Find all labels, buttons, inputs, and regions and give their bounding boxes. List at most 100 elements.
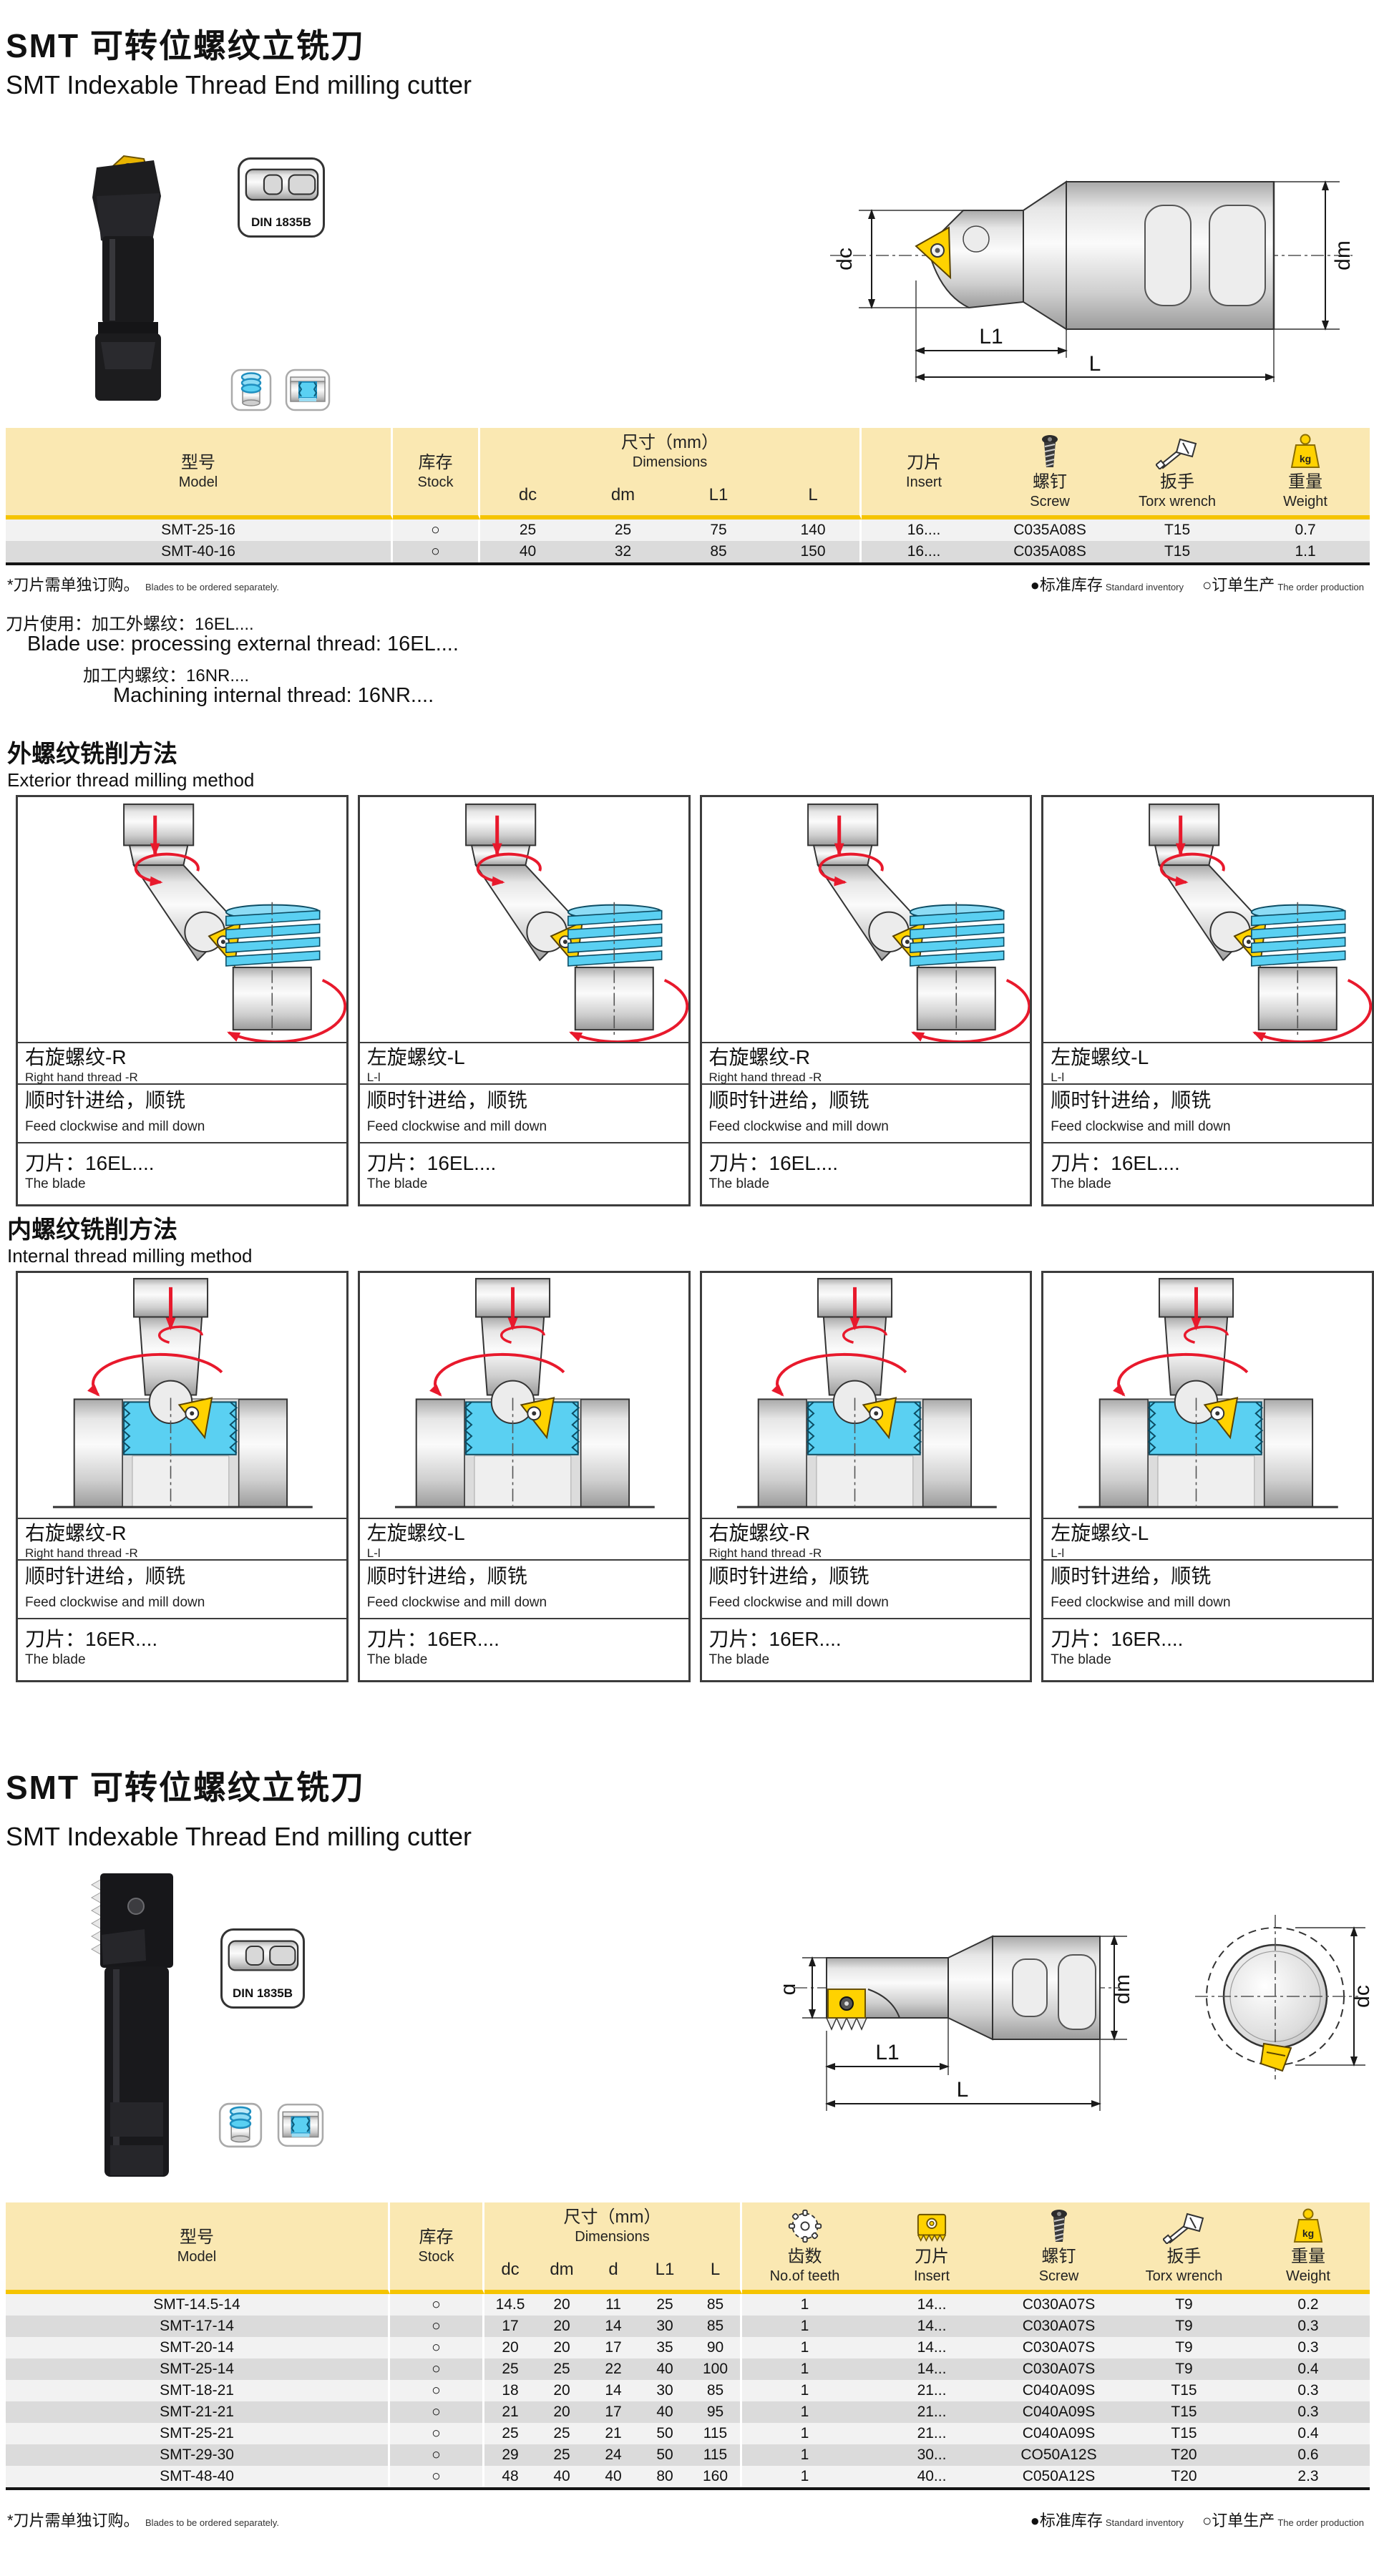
table-cell: 25 [519,522,537,538]
table-cell: ○ [390,2337,484,2358]
table-cell: 14... [917,2296,947,2313]
table-cell: 25 [614,522,632,538]
subcol-l1: L1 [639,2250,691,2294]
table-cell: 0.3 [1297,2318,1319,2334]
table-cell: 0.4 [1297,2425,1319,2441]
table-cell: 115 [691,2444,742,2466]
feed-direction-en: Feed clockwise and mill down [366,1119,547,1134]
model-cell: SMT-25-16 [6,519,393,541]
page-title-en: SMT Indexable Thread End milling cutter [6,70,472,99]
table-cell: 1 [800,2318,809,2334]
exterior-milling-illustration [807,803,1030,1042]
product-photo-straight-cutter [57,1866,236,2185]
blade-row: 刀片：16EL.... The blade [702,1143,1030,1204]
table-cell: 0.7 [1295,522,1316,538]
table-cell: C030A07S [1022,2318,1096,2334]
feed-direction-row: 顺时针进给，顺铣 Feed clockwise and mill down [1043,1561,1372,1619]
feed-direction-zh: 顺时针进给，顺铣 [708,1565,869,1587]
table-cell: 14... [917,2318,947,2334]
table-cell: 30... [917,2446,947,2463]
table-cell: 25 [553,2361,570,2377]
legend-order-en: The order production [1277,2517,1364,2528]
model-cell: SMT-18-21 [6,2380,390,2401]
insert-icon [867,2207,996,2244]
table-cell: 40 [605,2468,622,2484]
blade-en: The blade [366,1652,428,1667]
thread-direction-row: 左旋螺纹-L L-l [359,1043,688,1085]
thread-direction-en: Right hand thread -R [708,1546,822,1560]
table-cell: 90 [691,2337,742,2358]
table-cell: C030A07S [1022,2361,1096,2377]
col-header-dimensions: 尺寸（mm）Dimensions [480,428,862,475]
table-cell: 2.3 [1297,2468,1319,2484]
table-cell: T15 [1164,543,1191,560]
feed-direction-zh: 顺时针进给，顺铣 [25,1565,186,1587]
dim-label-l1: L1 [875,2041,899,2064]
blade-zh: 刀片：16ER.... [366,1628,500,1650]
panel-row: 右旋螺纹-R Right hand thread -R 顺时针进给，顺铣 Fee… [0,795,1374,1206]
thread-direction-en: Right hand thread -R [25,1546,138,1560]
table-cell: ○ [390,2423,484,2444]
table-cell: CO50A12S [1020,2446,1097,2463]
table-cell: 1 [800,2296,809,2313]
method-heading-en: Internal thread milling method [7,1244,253,1267]
filled-circle-icon: ● [1030,2512,1040,2529]
thread-direction-zh: 右旋螺纹-R [25,1522,127,1544]
table-cell: T20 [1171,2446,1197,2463]
blade-row: 刀片：16ER.... The blade [702,1619,1030,1680]
exterior-milling-illustration [464,803,688,1042]
thread-direction-row: 右旋螺纹-R Right hand thread -R [701,1519,1030,1561]
dim-label-dm: dm [1111,1974,1134,2004]
method-diagram [18,797,346,1043]
method-panel: 右旋螺纹-R Right hand thread -R 顺时针进给，顺铣 Fee… [699,795,1033,1206]
table-cell: T15 [1171,2425,1197,2441]
table-cell: 22 [605,2361,622,2377]
table-cell: T20 [1171,2468,1197,2484]
model-cell: SMT-21-21 [6,2401,390,2423]
table-cell: 20 [553,2318,570,2334]
table-cell: 25 [553,2446,570,2463]
table-cell: 17 [502,2318,519,2334]
screw-icon [996,2207,1121,2244]
thread-direction-row: 右旋螺纹-R Right hand thread -R [18,1519,346,1561]
feed-direction-en: Feed clockwise and mill down [1051,1595,1231,1610]
insert-tip [827,1989,866,2019]
cutter-teeth-icon [742,2207,867,2244]
footnote-note-en: Blades to be ordered separately. [145,582,279,592]
weight-kg-icon: kg [1241,432,1370,469]
table-cell: 0.3 [1297,2339,1319,2356]
table-cell: 1 [800,2382,809,2399]
table-cell: 1 [800,2339,809,2356]
feed-direction-en: Feed clockwise and mill down [1051,1119,1231,1134]
col-header-dimensions: 尺寸（mm）Dimensions [484,2202,742,2250]
feed-direction-zh: 顺时针进给，顺铣 [366,1089,527,1111]
thread-direction-en: Right hand thread -R [708,1070,822,1084]
dim-label-dc: dc [1350,1985,1374,2008]
method-panel: 左旋螺纹-L L-l 顺时针进给，顺铣 Feed clockwise and m… [1041,795,1374,1206]
table-cell: 14 [605,2318,622,2334]
thread-direction-en: L-l [366,1070,381,1084]
blade-row: 刀片：16EL.... The blade [18,1143,346,1204]
feed-direction-zh: 顺时针进给，顺铣 [1051,1565,1212,1587]
blade-zh: 刀片：16ER.... [25,1628,158,1650]
din-badge-label: DIN 1835B [232,1986,293,2000]
thread-direction-zh: 右旋螺纹-R [708,1046,811,1068]
model-cell: SMT-25-21 [6,2423,390,2444]
dim-label-dm: dm [1331,240,1355,270]
blade-row: 刀片：16ER.... The blade [18,1619,346,1680]
model-cell: SMT-48-40 [6,2466,390,2487]
table-cell: 85 [691,2316,742,2337]
table-cell: 20 [502,2339,519,2356]
